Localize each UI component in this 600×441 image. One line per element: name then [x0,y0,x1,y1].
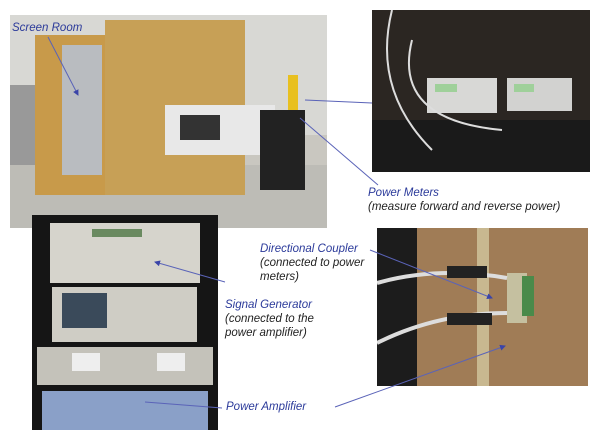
rack-equipment-image [32,215,218,430]
power-meters-title: Power Meters [368,187,439,199]
signal-generator-desc-2: power amplifier) [225,327,307,339]
photo-rack-equipment [32,215,218,430]
directional-coupler-desc-2: meters) [260,271,299,283]
screen-room-image [10,15,327,228]
screen-room-title: Screen Room [12,22,83,34]
directional-coupler-title: Directional Coupler [260,243,358,255]
directional-coupler-desc-1: (connected to power [260,257,365,269]
power-amplifier-title: Power Amplifier [226,401,307,413]
directional-coupler-image [377,228,588,386]
label-signal-generator: Signal Generator (connected to the power… [225,298,314,340]
power-meters-desc: (measure forward and reverse power) [368,201,561,213]
label-power-amplifier: Power Amplifier [226,400,306,414]
power-meters-image [372,10,590,172]
photo-directional-coupler [377,228,588,386]
label-screen-room: Screen Room [12,21,82,35]
photo-screen-room [10,15,327,228]
signal-generator-title: Signal Generator [225,299,312,311]
signal-generator-desc-1: (connected to the [225,313,314,325]
label-directional-coupler: Directional Coupler (connected to power … [260,242,364,284]
label-power-meters: Power Meters (measure forward and revers… [368,186,560,214]
photo-power-meters [372,10,590,172]
